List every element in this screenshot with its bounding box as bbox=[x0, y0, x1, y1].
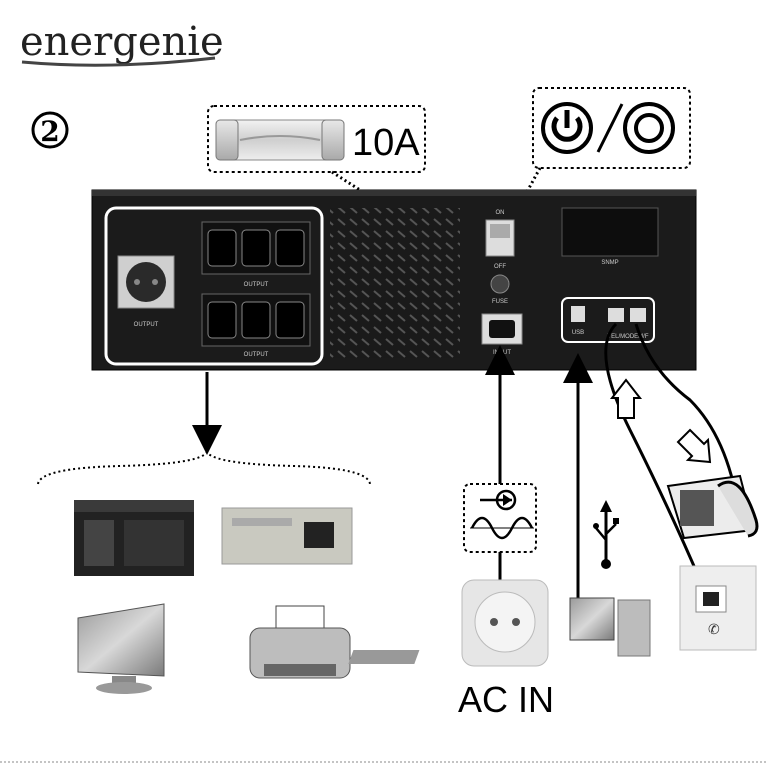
output-label-upper: OUTPUT bbox=[244, 282, 269, 288]
rj11-tel-port bbox=[608, 308, 624, 322]
output-label-schuko: OUTPUT bbox=[134, 322, 159, 328]
switch-off-label: OFF bbox=[494, 264, 506, 270]
printer-icon bbox=[250, 606, 350, 678]
telephone-icon bbox=[668, 476, 757, 538]
output-label-lower: OUTPUT bbox=[244, 352, 269, 358]
ac-in-label: AC IN bbox=[458, 679, 554, 720]
fuse-callout: 10A bbox=[208, 106, 425, 172]
input-label: INPUT bbox=[493, 350, 511, 356]
fuse-label: FUSE bbox=[492, 299, 508, 305]
usb-port bbox=[571, 306, 585, 322]
phone-glyph-icon: ✆ bbox=[708, 621, 720, 637]
wall-phone-jack: ✆ bbox=[680, 566, 756, 650]
rj11-modem-port bbox=[630, 308, 646, 322]
svg-text:2: 2 bbox=[40, 115, 59, 148]
switch-on-label: ON bbox=[496, 210, 505, 216]
power-callout bbox=[533, 88, 690, 168]
industrial-pc-icon bbox=[222, 508, 352, 564]
vent-grille bbox=[330, 208, 460, 358]
snmp-label: SNMP bbox=[601, 260, 618, 266]
ac-callout bbox=[464, 484, 536, 552]
rack-server-icon bbox=[74, 500, 194, 576]
arrow-down-outline bbox=[678, 430, 710, 462]
step-badge: 2 bbox=[33, 113, 67, 148]
arrow-up-outline bbox=[612, 380, 640, 418]
iec-outputs-upper bbox=[202, 222, 310, 274]
device-group-brace bbox=[38, 452, 370, 484]
iec-outputs-lower bbox=[202, 294, 310, 346]
wall-socket bbox=[462, 580, 548, 666]
fuse-rating-label: 10A bbox=[352, 122, 420, 164]
snmp-slot bbox=[562, 208, 658, 256]
fuse-holder bbox=[491, 275, 509, 293]
usb-label: USB bbox=[572, 330, 584, 336]
brand-logo: energenie bbox=[20, 19, 224, 65]
monitor-icon bbox=[78, 604, 164, 694]
schuko-output bbox=[118, 256, 174, 308]
usb-icon bbox=[593, 500, 619, 569]
